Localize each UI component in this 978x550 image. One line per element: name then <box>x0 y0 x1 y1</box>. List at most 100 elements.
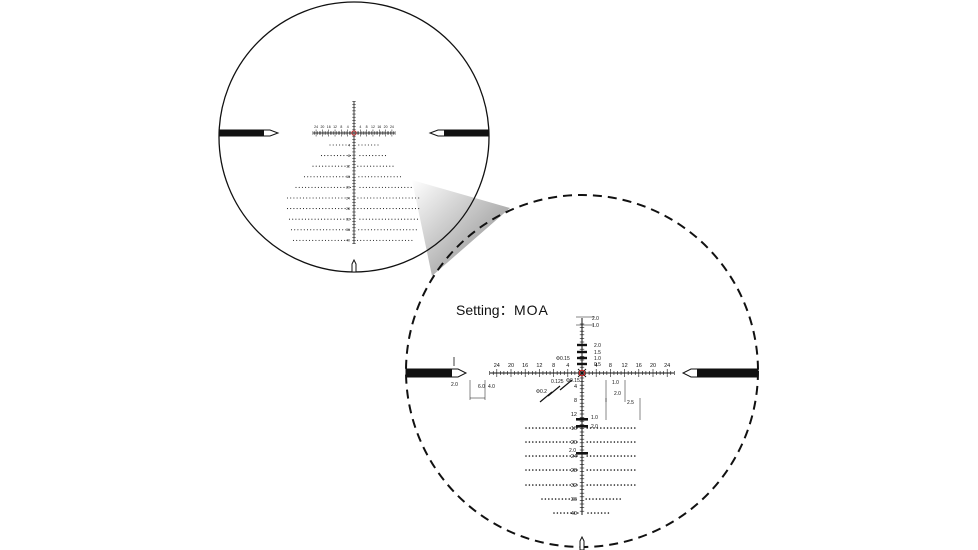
overview-tree-dot <box>369 239 371 241</box>
detail-tree-dot <box>552 469 554 471</box>
overview-tree-dot <box>334 239 336 241</box>
overview-tree-dot <box>375 186 377 188</box>
detail-tree-dot <box>634 469 636 471</box>
overview-tree-dot <box>363 239 365 241</box>
overview-tree-dot <box>393 176 395 178</box>
detail-tree-dot <box>576 469 578 471</box>
detail-tree-dot <box>573 512 576 514</box>
detail-tree-dot <box>532 427 534 429</box>
detail-center-cross <box>577 368 587 378</box>
detail-tree-dot <box>525 484 527 486</box>
overview-tree-dot <box>316 176 318 178</box>
overview-tree-dot <box>392 165 394 167</box>
overview-tree-dot <box>386 197 388 199</box>
detail-tree-dot <box>535 441 537 443</box>
overview-tree-dot <box>315 239 317 241</box>
detail-tree-dot <box>545 484 548 486</box>
overview-tree-dot <box>311 218 313 220</box>
detail-tree-dot <box>566 427 568 429</box>
overview-tree-dot <box>385 239 387 241</box>
detail-tree-dot <box>630 427 633 429</box>
overview-tree-dot <box>311 186 313 188</box>
overview-tree-dot <box>319 176 322 178</box>
overview-bottom-post <box>351 258 357 273</box>
detail-mid-bar <box>576 425 588 428</box>
detail-upper-dim: 1.0 <box>594 356 601 362</box>
overview-tree-dot <box>327 218 329 220</box>
detail-tree-dot <box>576 484 578 486</box>
detail-tree-dot <box>596 469 599 471</box>
overview-tree-dot <box>349 155 351 157</box>
detail-tree-dot <box>599 498 601 500</box>
overview-tree-dot <box>374 176 376 178</box>
overview-tree-dot <box>343 186 345 188</box>
detail-right-post <box>697 369 758 377</box>
overview-tree-dot <box>346 186 348 188</box>
detail-tree-dot <box>572 455 575 457</box>
overview-tree-dot <box>321 186 323 188</box>
detail-tree-dot <box>620 455 622 457</box>
overview-tree-dot <box>335 176 338 178</box>
overview-tree-dot <box>361 229 363 231</box>
detail-tree-dot <box>597 512 599 514</box>
detail-tree-dot <box>555 484 558 486</box>
detail-tree-dot <box>569 427 571 429</box>
overview-tree-dot <box>383 229 385 231</box>
overview-tree-dot <box>365 155 367 157</box>
overview-tree-dot <box>382 165 384 167</box>
detail-mid-dim: 1.0 <box>591 415 598 421</box>
detail-tree-dot <box>623 427 626 429</box>
overview-tree-dot <box>392 208 394 210</box>
overview-tree-dot <box>335 144 337 146</box>
overview-tree-dot <box>294 229 296 231</box>
overview-tree-dot <box>360 165 362 167</box>
overview-h-label: 24 <box>314 125 318 129</box>
detail-center-mark <box>578 369 586 377</box>
detail-tree-dot <box>623 441 626 443</box>
detail-h-label: 4 <box>566 363 569 369</box>
detail-top-dim: 2.0 <box>592 316 599 322</box>
overview-tree-dot <box>332 229 334 231</box>
overview-tree-dot <box>370 197 372 199</box>
detail-tree-dot <box>532 484 534 486</box>
detail-tree-dot <box>606 455 609 457</box>
overview-tree-dot <box>386 208 388 210</box>
detail-tree-dot <box>525 441 527 443</box>
overview-tree-dot <box>370 208 372 210</box>
overview-h-label: 24 <box>390 125 394 129</box>
detail-tree-dot <box>610 484 612 486</box>
detail-tree-dot <box>560 512 562 514</box>
detail-tree-dot <box>559 469 561 471</box>
detail-tree-dot <box>562 469 565 471</box>
overview-tree-dot <box>387 176 389 178</box>
detail-tree-dot <box>551 498 553 500</box>
overview-tree-dot <box>412 229 414 231</box>
overview-tree-dot <box>407 218 409 220</box>
overview-tree-dot <box>394 218 396 220</box>
overview-tree-dot <box>378 155 380 157</box>
overview-v-label: 4 <box>348 143 350 147</box>
overview-tree-dot <box>332 144 334 146</box>
detail-tree-dot <box>532 441 534 443</box>
detail-tree-dot <box>595 498 598 500</box>
overview-tree-dot <box>314 218 316 220</box>
overview-tree-dot <box>286 197 289 199</box>
detail-tree-dot <box>576 455 578 457</box>
detail-tree-dot <box>627 469 629 471</box>
overview-tree-dot <box>326 229 328 231</box>
overview-tree-dot <box>376 208 378 210</box>
overview-tree-dot <box>329 176 331 178</box>
detail-tree-dot <box>566 512 569 514</box>
overview-tree-dot <box>360 197 362 199</box>
overview-tree-dot <box>290 197 292 199</box>
overview-tree-dot <box>397 218 399 220</box>
overview-tree-dot <box>320 218 323 220</box>
overview-v-label: 24 <box>346 196 350 200</box>
overview-tree-dot <box>374 229 376 231</box>
overview-tree-dot <box>371 144 373 146</box>
detail-tree-dot <box>552 441 554 443</box>
detail-tree-dot <box>600 469 602 471</box>
overview-h-label: 12 <box>371 125 375 129</box>
overview-tree-dot <box>379 239 381 241</box>
